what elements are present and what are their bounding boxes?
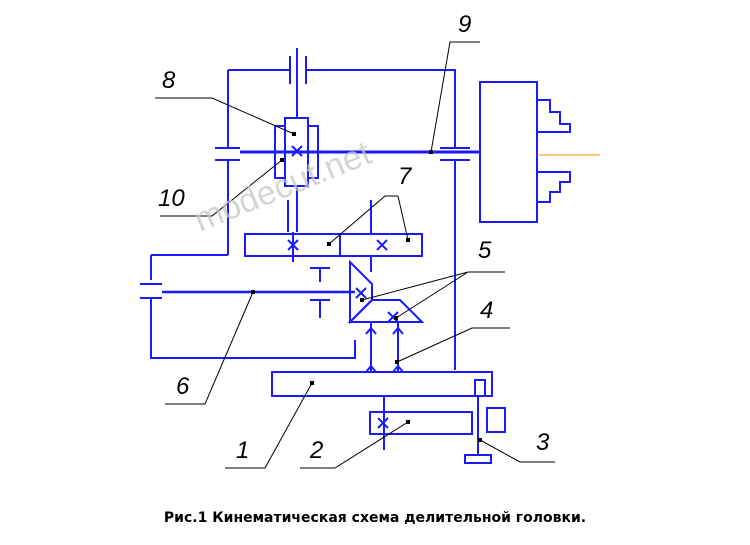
leader-6 xyxy=(165,291,254,405)
leader-9 xyxy=(430,41,480,153)
label-4: 4 xyxy=(480,297,493,324)
dot-7a xyxy=(327,242,331,246)
dot-5a xyxy=(360,298,364,302)
leader-3 xyxy=(479,439,555,463)
label-2: 2 xyxy=(309,437,323,464)
leader-2 xyxy=(300,421,409,469)
leader-7 xyxy=(328,195,409,245)
label-10: 10 xyxy=(158,185,185,212)
top-connection-line xyxy=(227,69,456,148)
label-9: 9 xyxy=(458,11,471,38)
dot-4 xyxy=(395,360,399,364)
gear-7-left-cross-icon xyxy=(287,239,299,251)
shaft-4-arrows xyxy=(365,326,404,373)
left-bracket xyxy=(150,254,228,280)
vertical-shaft-4 xyxy=(370,322,399,372)
leader-4 xyxy=(396,327,510,363)
handle-knob-box xyxy=(486,407,506,433)
dot-3 xyxy=(478,438,482,442)
chuck-lower-jaw xyxy=(537,171,571,203)
label-5: 5 xyxy=(478,237,492,264)
leader-10 xyxy=(160,159,283,217)
gear-7-right xyxy=(339,233,423,257)
watermark-text: modecut.net xyxy=(189,134,377,240)
figure-caption: Рис.1 Кинематическая схема делительной г… xyxy=(163,510,587,526)
dot-7b xyxy=(406,238,410,242)
top-coupling xyxy=(289,56,307,84)
dividing-plate-1 xyxy=(271,371,493,397)
dot-10 xyxy=(280,158,284,162)
gear-7-right-cross-icon xyxy=(376,239,388,251)
handle-base xyxy=(464,454,492,464)
label-1: 1 xyxy=(236,437,249,464)
chuck-upper-jaw xyxy=(537,99,571,133)
plate-pin xyxy=(474,379,486,397)
chuck-body xyxy=(479,81,538,223)
leader-8 xyxy=(155,97,295,135)
label-6: 6 xyxy=(176,373,190,400)
label-3: 3 xyxy=(536,429,550,456)
left-upper-coupling xyxy=(215,147,240,255)
dot-6 xyxy=(251,290,255,294)
bevel-gear-5-cross-icon-2 xyxy=(387,311,399,323)
dot-8 xyxy=(292,132,296,136)
gear-2-cross-icon xyxy=(377,417,389,429)
bevel-gear-horizontal xyxy=(347,299,425,323)
dot-9 xyxy=(429,150,433,154)
dot-1 xyxy=(310,381,314,385)
leader-lines xyxy=(155,41,555,469)
left-coupling xyxy=(140,283,356,359)
dot-2 xyxy=(406,420,410,424)
leader-5 xyxy=(361,271,505,319)
label-7: 7 xyxy=(398,163,413,190)
bevel-gear-5-cross-icon xyxy=(355,287,367,299)
brake-symbol xyxy=(310,267,330,318)
spindle-coupling xyxy=(440,147,470,370)
leader-1 xyxy=(225,382,313,469)
label-8: 8 xyxy=(162,67,176,94)
mechanism xyxy=(140,48,571,464)
leader-dots xyxy=(251,132,482,442)
gear-7-shaft-stub xyxy=(287,200,294,262)
handle-gear-2 xyxy=(369,411,473,435)
dot-5b xyxy=(394,316,398,320)
